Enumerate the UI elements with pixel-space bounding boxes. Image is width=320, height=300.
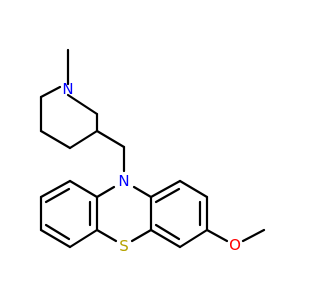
- bond-lb-5: [68, 228, 99, 249]
- bond-n-c4a: [95, 185, 116, 199]
- bond-rb-2: [178, 179, 209, 199]
- bond-pip-c3-c4: [68, 129, 99, 150]
- bond-rb-4: [178, 228, 209, 249]
- atom-label-o-methoxy: O: [229, 236, 241, 254]
- bond-layer: [39, 48, 266, 249]
- atom-o-methoxy: O: [229, 236, 241, 254]
- bond-lb-4b: [44, 223, 71, 241]
- bond-lb-1: [68, 179, 99, 199]
- atom-n-piperidine: N: [62, 80, 73, 98]
- bond-c3-ch2: [95, 129, 126, 149]
- bond-rb-5: [149, 228, 182, 249]
- bond-s-c5a: [95, 228, 118, 243]
- atom-label-s-phenothiazine: S: [119, 237, 129, 255]
- atom-label-n-piperidine: N: [62, 80, 73, 98]
- atom-s-phenothiazine: S: [119, 237, 129, 255]
- bond-pip-n-c2: [66, 93, 99, 116]
- bond-rb-1b: [154, 187, 181, 204]
- molecule-structure: N N S O: [39, 48, 266, 255]
- bond-lb-2: [39, 179, 72, 199]
- atom-label-layer: N N S O: [62, 80, 241, 255]
- atom-label-n-phenothiazine: N: [118, 172, 129, 190]
- bond-s-c4b: [130, 228, 153, 243]
- bond-o-ch3: [241, 228, 266, 243]
- bond-rb-5b: [154, 223, 181, 241]
- bond-lb-4: [39, 228, 72, 249]
- bond-n-c10a: [132, 185, 153, 199]
- molecule-canvas: N N S O: [39, 48, 266, 255]
- bond-rb-1: [149, 179, 182, 199]
- atom-n-phenothiazine: N: [118, 172, 129, 190]
- bond-pip-c4-c5: [39, 129, 72, 150]
- bond-c3-o: [205, 228, 229, 243]
- bond-lb-2b: [44, 187, 71, 204]
- bond-pip-c6-n: [39, 85, 62, 99]
